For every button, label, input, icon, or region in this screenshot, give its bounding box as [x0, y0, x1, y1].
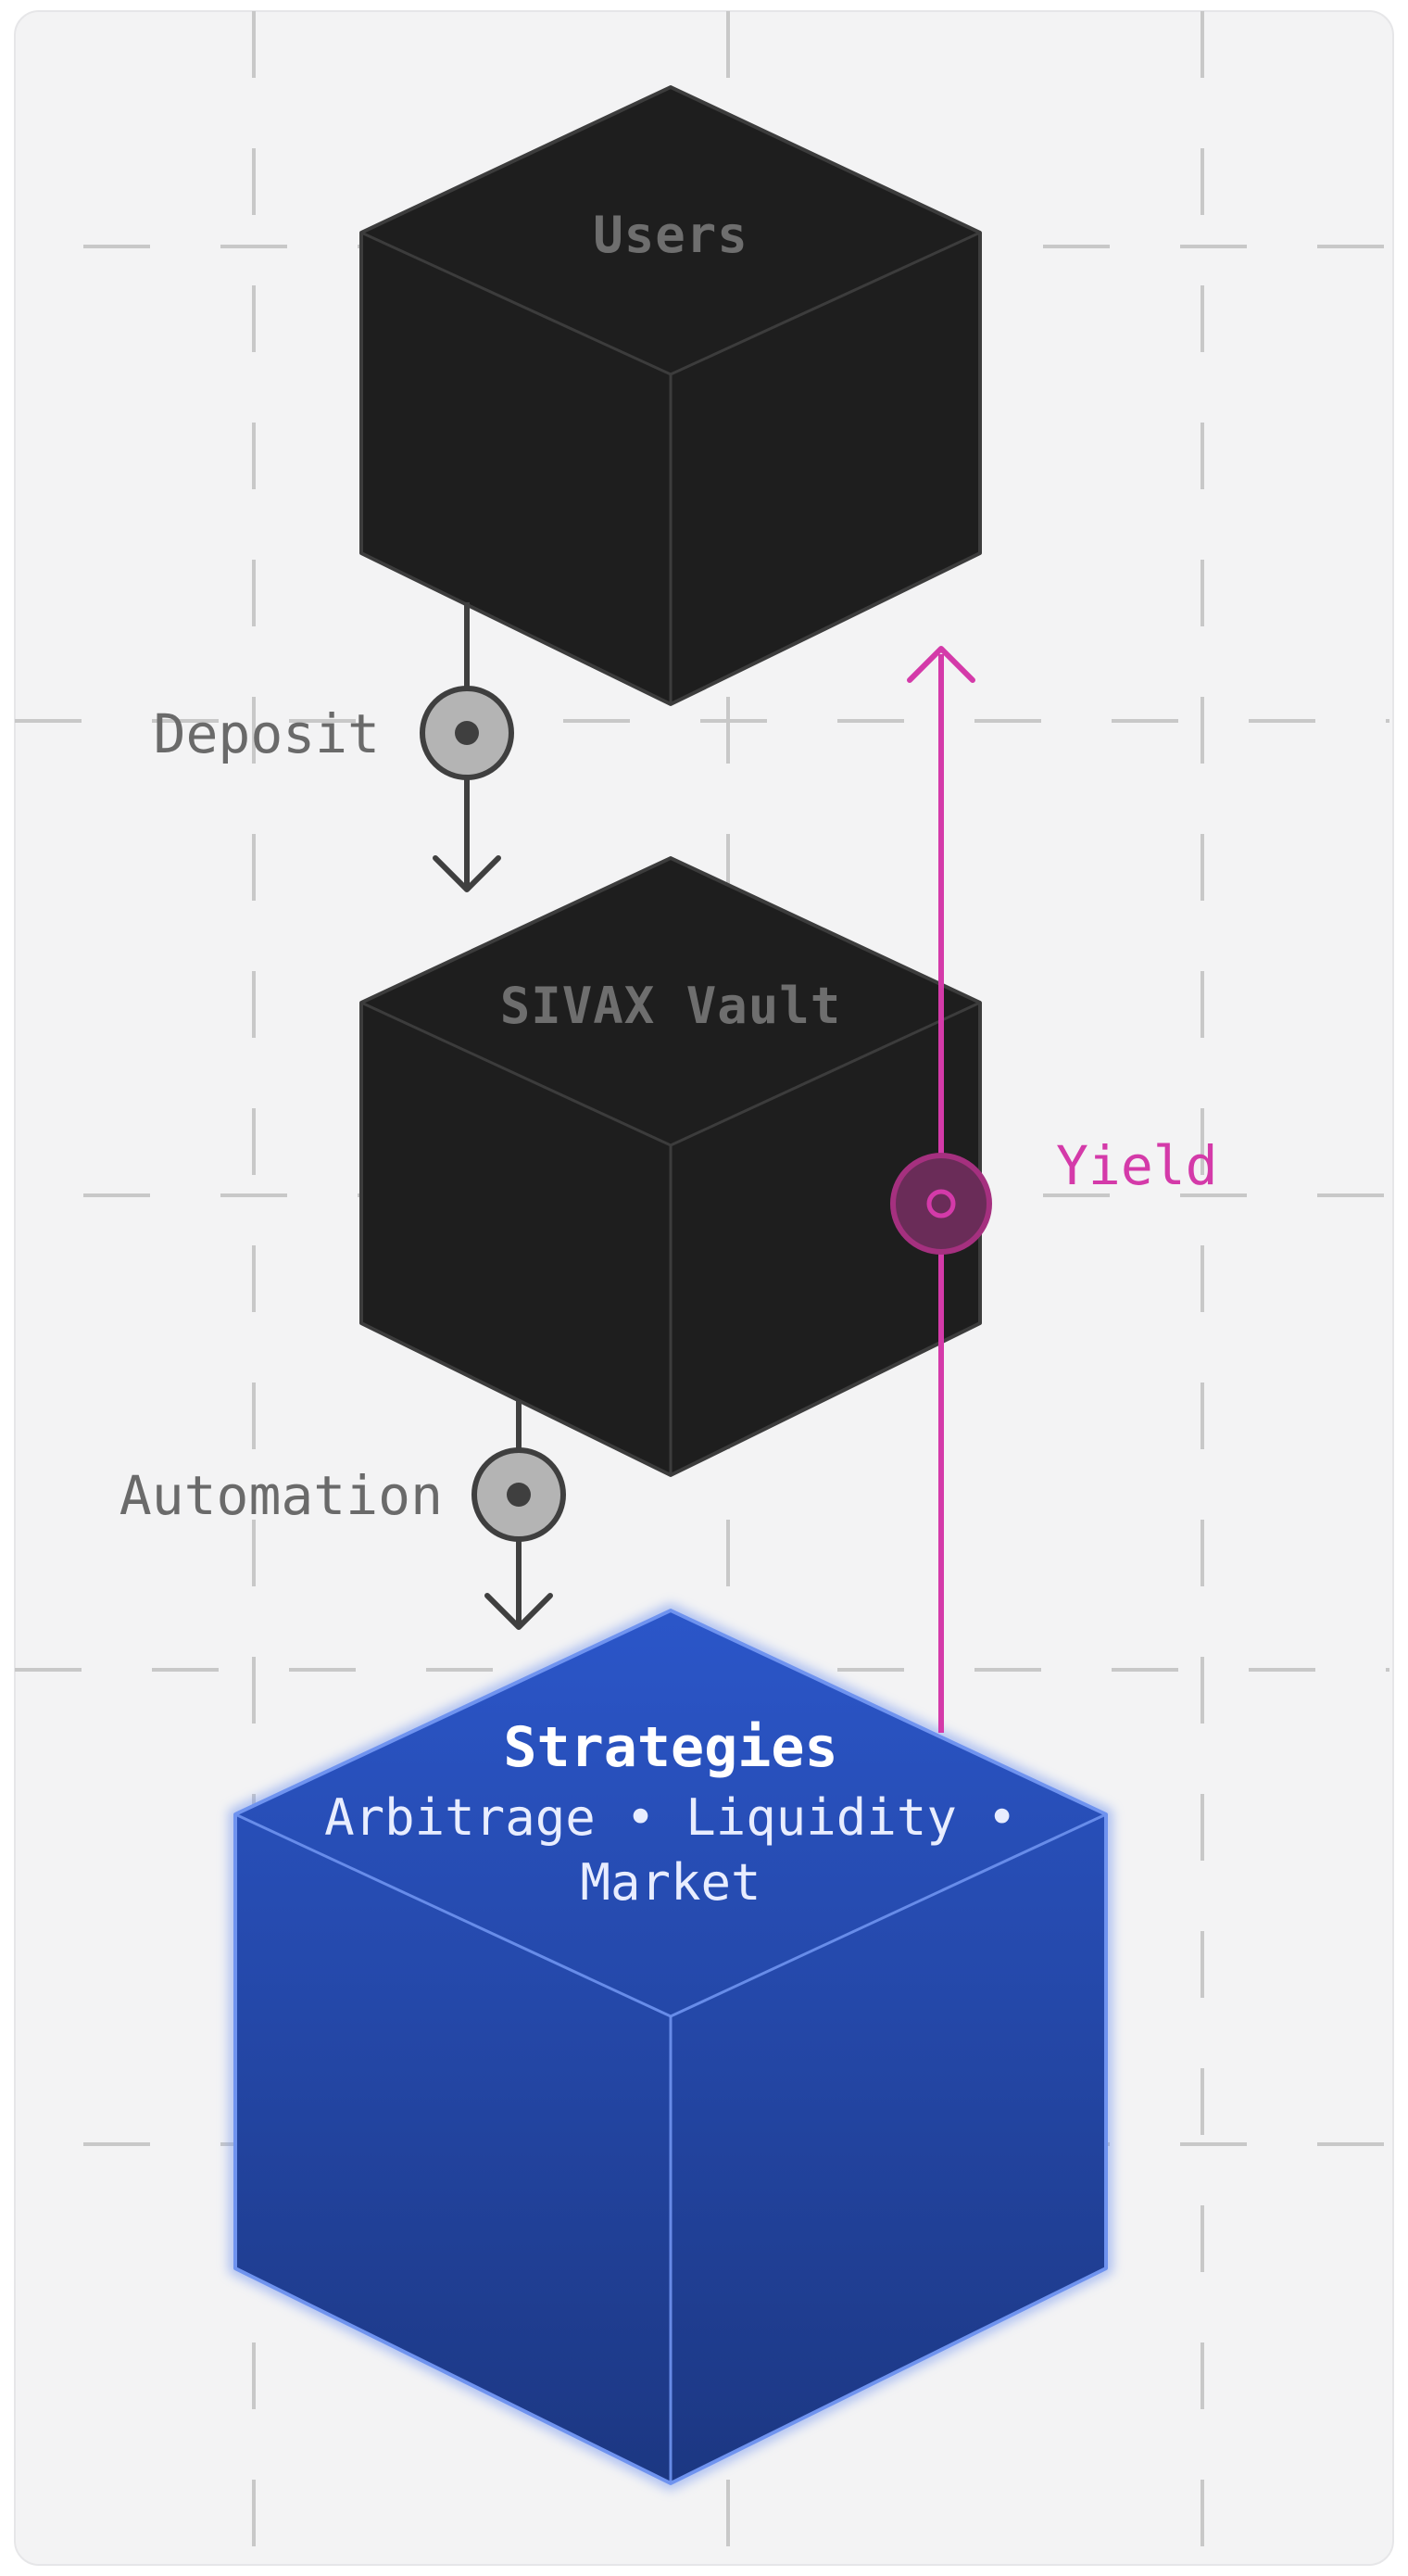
deposit-arrowhead [433, 855, 501, 892]
deposit-label: Deposit [154, 702, 380, 765]
users-cube: Users [359, 85, 982, 706]
strategies-cube: Strategies Arbitrage • Liquidity • Marke… [229, 1603, 1113, 2491]
deposit-connector: Deposit [154, 602, 514, 892]
automation-connector: Automation [119, 1401, 566, 1630]
strategies-subtitle-line1: Arbitrage • Liquidity • [324, 1788, 1017, 1847]
automation-label: Automation [119, 1464, 443, 1527]
yield-connector: Yield [890, 646, 1218, 1733]
users-label: Users [593, 206, 748, 264]
strategies-title: Strategies [503, 1715, 837, 1780]
yield-arrowhead [907, 646, 975, 683]
vault-cube: SIVAX Vault [359, 856, 982, 1477]
vault-label: SIVAX Vault [500, 977, 842, 1035]
yield-label: Yield [1056, 1134, 1218, 1197]
automation-arrowhead [484, 1593, 553, 1630]
yield-node [890, 1153, 992, 1255]
strategies-subtitle-line2: Market [580, 1853, 761, 1912]
